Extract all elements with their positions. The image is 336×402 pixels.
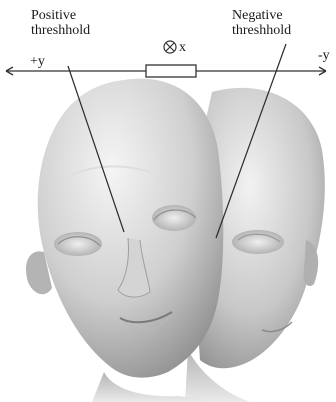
front-head-illustration — [26, 79, 223, 402]
positive-threshold-label: Positive threshhold — [31, 8, 90, 38]
plus-y-label: +y — [30, 54, 45, 69]
x-axis-label: x — [179, 40, 186, 55]
negative-threshold-label: Negative threshhold — [232, 8, 291, 38]
resistor-sensor-icon — [146, 65, 196, 77]
circled-times-icon — [164, 41, 176, 53]
minus-y-label: -y — [318, 48, 330, 63]
